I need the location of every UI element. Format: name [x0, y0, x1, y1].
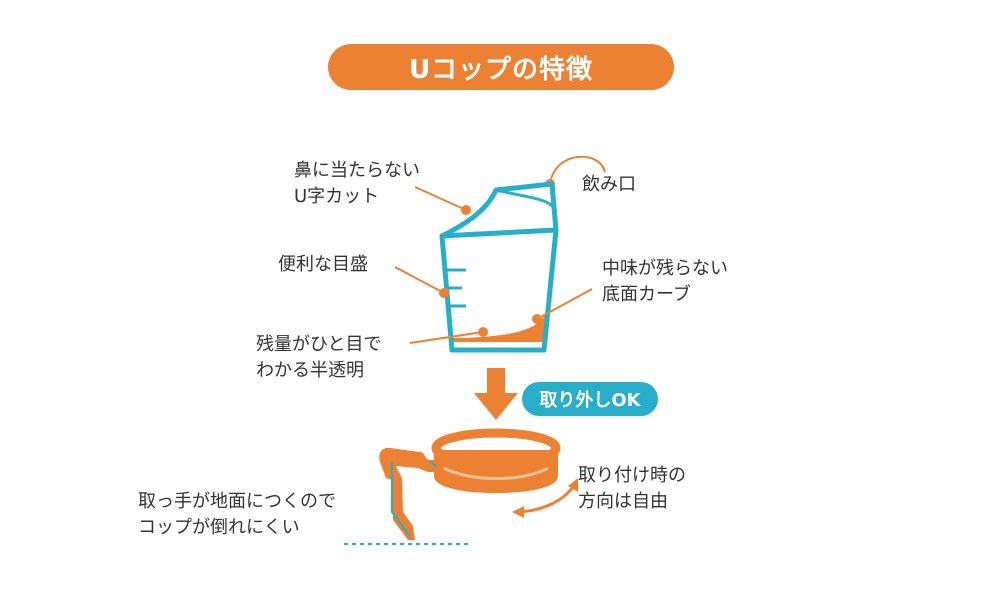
leader-mouth [549, 155, 606, 185]
page-title: Uコップの特徴 [328, 44, 674, 90]
label-nose-cut: 鼻に当たらない U字カット [294, 160, 420, 207]
leader-curve [536, 288, 593, 320]
down-arrow-icon [474, 368, 518, 420]
leader-scale [394, 266, 445, 294]
label-direction: 取り付け時の 方向は自由 [578, 465, 686, 512]
label-mouth: 飲み口 [582, 174, 636, 195]
dot-nose-cut [461, 205, 471, 215]
handle-part [379, 428, 561, 540]
detachable-badge: 取り外しOK [522, 382, 658, 416]
label-curve: 中味が残らない 底面カーブ [602, 258, 728, 305]
handle-arm [379, 447, 438, 540]
handle-ring-front [434, 450, 558, 493]
label-handle: 取っ手が地面につくので コップが倒れにくい [138, 491, 336, 538]
label-translucent: 残量がひと目で わかる半透明 [256, 334, 382, 381]
dot-curve [532, 314, 542, 324]
dot-translucent [478, 327, 488, 337]
leader-nose-cut [414, 186, 467, 211]
leader-translucent [409, 331, 484, 344]
cup-body [439, 181, 559, 353]
dot-scale [439, 288, 449, 298]
label-scale: 便利な目盛 [278, 254, 368, 275]
cup-bottom-curve [452, 313, 545, 342]
